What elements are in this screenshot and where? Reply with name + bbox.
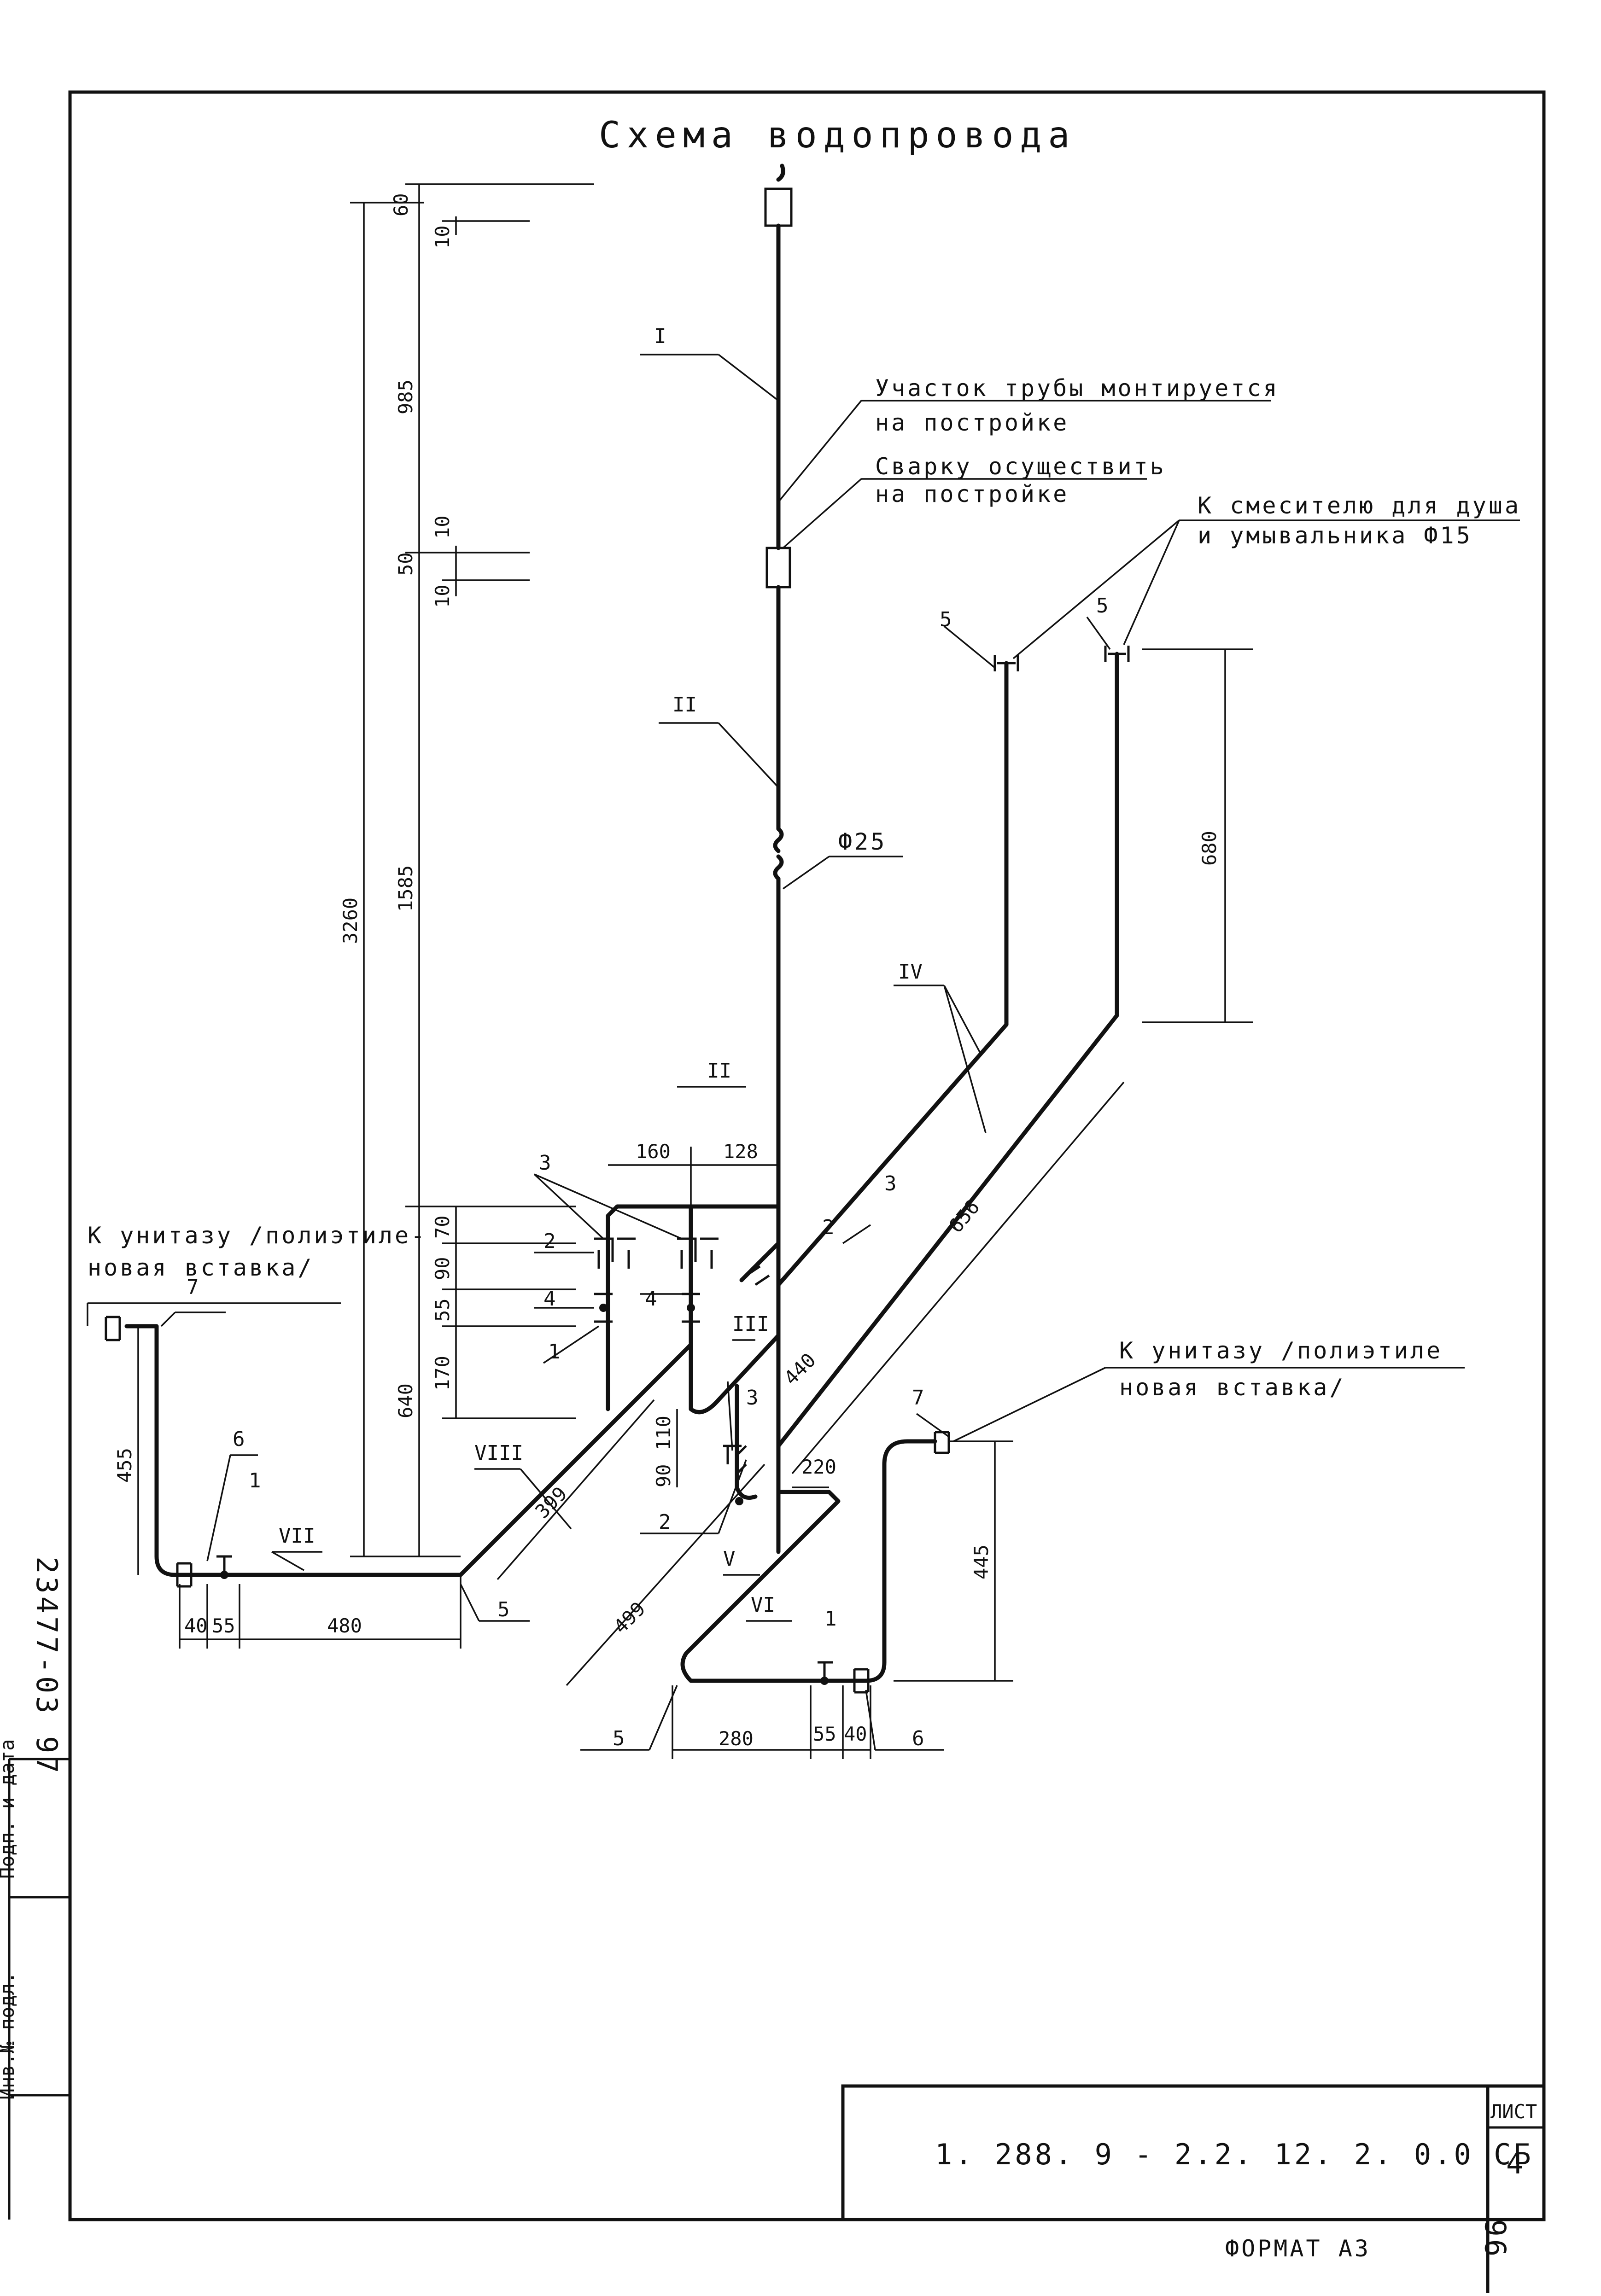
page-number: 96	[1479, 2216, 1513, 2256]
sheet-number: 4	[1506, 2147, 1526, 2180]
main-riser	[764, 163, 793, 1554]
dim-55-right: 55	[813, 1723, 836, 1745]
dim-40-left: 40	[184, 1614, 208, 1637]
position-7-right: 7	[912, 1386, 924, 1410]
format-label: ФОРМАТ А3	[1225, 2235, 1371, 2262]
position-3-lower: 3	[746, 1386, 759, 1410]
position-1-left: 1	[548, 1340, 561, 1364]
section-mark-vii: VII	[279, 1524, 315, 1548]
note-toilet-left-line2: новая вставка/	[88, 1254, 314, 1281]
dim-220: 220	[801, 1456, 836, 1478]
dim-60: 60	[390, 193, 412, 216]
dim-10-lower: 10	[431, 584, 454, 608]
section-mark-iii: III	[732, 1312, 769, 1336]
dim-480: 480	[327, 1614, 362, 1637]
position-3-right: 3	[884, 1172, 897, 1195]
note-toilet-right-line1: К унитазу /полиэтиле	[1119, 1337, 1443, 1364]
dim-440: 440	[779, 1349, 820, 1389]
dim-110: 110	[652, 1416, 675, 1451]
dim-10-top: 10	[431, 225, 454, 249]
dim-55: 55	[431, 1298, 454, 1322]
note-mixer-line1: К смесителю для душа	[1198, 492, 1521, 519]
dimension-656-line	[791, 1081, 1125, 1474]
dim-128: 128	[723, 1140, 758, 1163]
note-weld-line2: на постройке	[875, 481, 1069, 507]
section-mark-ii-upper: II	[707, 1059, 731, 1083]
leader-lines	[87, 354, 1520, 1751]
dim-50: 50	[394, 552, 417, 576]
dim-90-lower: 90	[652, 1464, 675, 1487]
drawing-designation: 1. 288. 9 - 2.2. 12. 2. 0.0 СБ	[935, 2138, 1534, 2171]
side-strip-text: Инв.№ подл.	[0, 1972, 18, 2100]
dim-280: 280	[719, 1727, 754, 1750]
dim-985: 985	[394, 379, 417, 414]
note-weld-line1: Сварку осуществить	[875, 453, 1166, 480]
position-5-left: 5	[497, 1598, 510, 1621]
section-mark-ii: II	[672, 693, 697, 717]
dim-40-right: 40	[844, 1723, 867, 1745]
note-mixer-line2: и умывальника Ф15	[1198, 522, 1472, 549]
dim-170: 170	[431, 1356, 454, 1391]
dim-160: 160	[636, 1140, 671, 1163]
side-strip-text: Подп. и дата	[0, 1739, 18, 1879]
position-1-bottom-right: 1	[824, 1607, 837, 1631]
sheet-label: ЛИСТ	[1490, 2100, 1537, 2123]
branch-iv	[776, 646, 1130, 1448]
side-stamp: 23477-03 97	[30, 1556, 64, 1776]
position-7-left: 7	[187, 1276, 199, 1299]
position-4-left: 4	[543, 1287, 556, 1311]
dim-445: 445	[970, 1544, 993, 1579]
position-5-mixer-b: 5	[1096, 594, 1109, 618]
position-5-mixer-a: 5	[940, 608, 952, 631]
section-mark-vi: VI	[751, 1593, 775, 1617]
position-3-left: 3	[539, 1151, 551, 1175]
dimension-399-line	[497, 1399, 655, 1580]
position-4-center: 4	[645, 1287, 657, 1311]
dim-455: 455	[113, 1448, 136, 1483]
position-2-right: 2	[822, 1216, 835, 1239]
dimension-stack-left	[350, 183, 594, 1557]
dim-656: 656	[944, 1196, 984, 1237]
section-mark-iv: IV	[898, 960, 923, 984]
dimension-499-line	[566, 1463, 765, 1686]
position-5-bottom: 5	[613, 1727, 625, 1750]
position-6-right: 6	[912, 1727, 924, 1750]
title-block	[841, 2084, 1546, 2221]
dim-3260: 3260	[339, 897, 362, 944]
position-2-left: 2	[543, 1230, 556, 1253]
drawing-title: Схема водопровода	[599, 115, 1076, 156]
position-6-left: 6	[233, 1428, 245, 1451]
note-pipe-section-line1: Участок трубы монтируется	[875, 375, 1280, 402]
dim-640: 640	[394, 1383, 417, 1418]
dim-55-left: 55	[212, 1614, 235, 1637]
section-mark-v: V	[723, 1547, 736, 1571]
branch-right-toilet	[680, 1384, 950, 1694]
branch-left-toilet	[105, 1316, 693, 1588]
note-toilet-right-line2: новая вставка/	[1119, 1374, 1345, 1401]
position-1-bottom-left: 1	[249, 1469, 261, 1492]
note-pipe-section-line2: на постройке	[875, 409, 1069, 436]
dim-680: 680	[1198, 831, 1221, 866]
section-mark-viii: VIII	[474, 1441, 523, 1465]
dim-10-mid: 10	[431, 515, 454, 539]
note-toilet-left-line1: К унитазу /полиэтиле-	[88, 1222, 427, 1249]
section-mark-i: I	[654, 325, 666, 348]
dim-70: 70	[431, 1215, 454, 1239]
position-2-lower: 2	[659, 1510, 671, 1534]
upper-branch	[594, 1204, 781, 1415]
dim-90: 90	[431, 1257, 454, 1280]
pipe-diameter-label: Ф25	[838, 828, 887, 855]
dim-1585: 1585	[394, 865, 417, 912]
drawing-frame	[68, 90, 1546, 2221]
